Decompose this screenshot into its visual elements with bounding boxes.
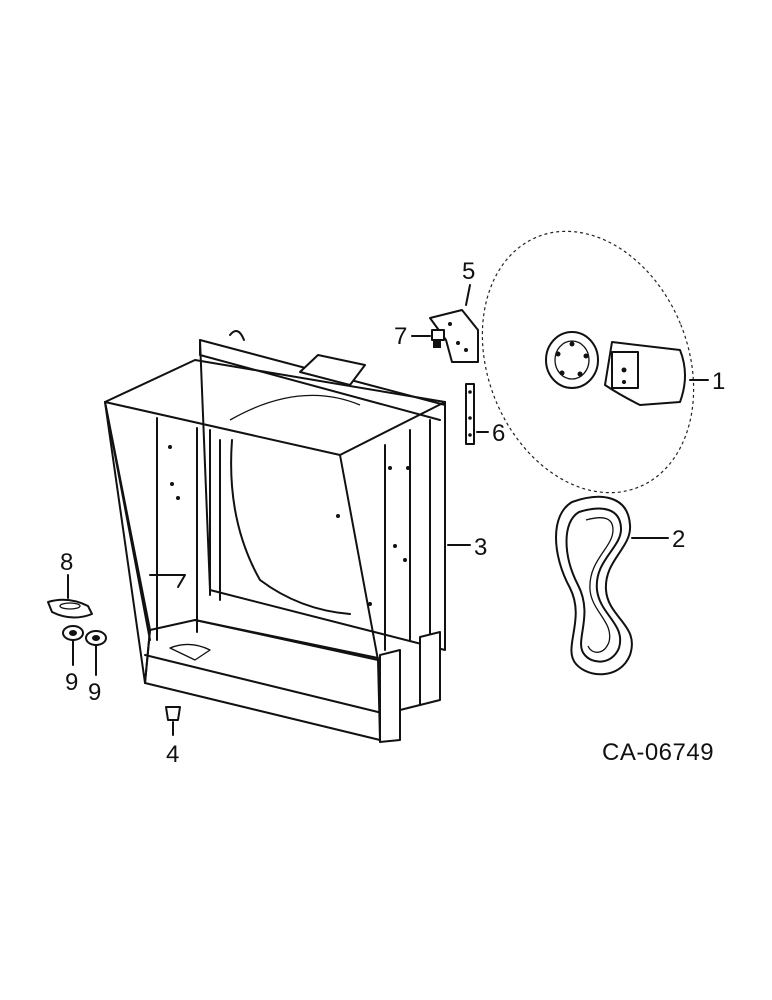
callout-3: 3: [474, 534, 487, 561]
nut-part-9a: [62, 625, 84, 666]
bracket-part-5: [429, 284, 479, 363]
callout-5: 5: [462, 258, 475, 285]
bolt-part-4: [165, 706, 181, 736]
callout-6: 6: [492, 420, 505, 447]
callout-7: 7: [394, 323, 407, 350]
callout-9b: 9: [88, 679, 101, 706]
diagram-code: CA-06749: [602, 739, 714, 766]
strap-part-6: [465, 383, 489, 445]
shroud-part-3: [104, 330, 471, 743]
belt-part-2: [555, 495, 669, 676]
callout-2: 2: [672, 526, 685, 553]
callout-8: 8: [60, 549, 73, 576]
nut-part-9b: [85, 630, 107, 676]
grommet-part-8: [47, 574, 93, 619]
fan-part-1: [481, 230, 709, 494]
screw-part-7: [411, 329, 445, 348]
callout-9a: 9: [65, 669, 78, 696]
callout-4: 4: [166, 741, 179, 768]
callout-1: 1: [712, 368, 725, 395]
